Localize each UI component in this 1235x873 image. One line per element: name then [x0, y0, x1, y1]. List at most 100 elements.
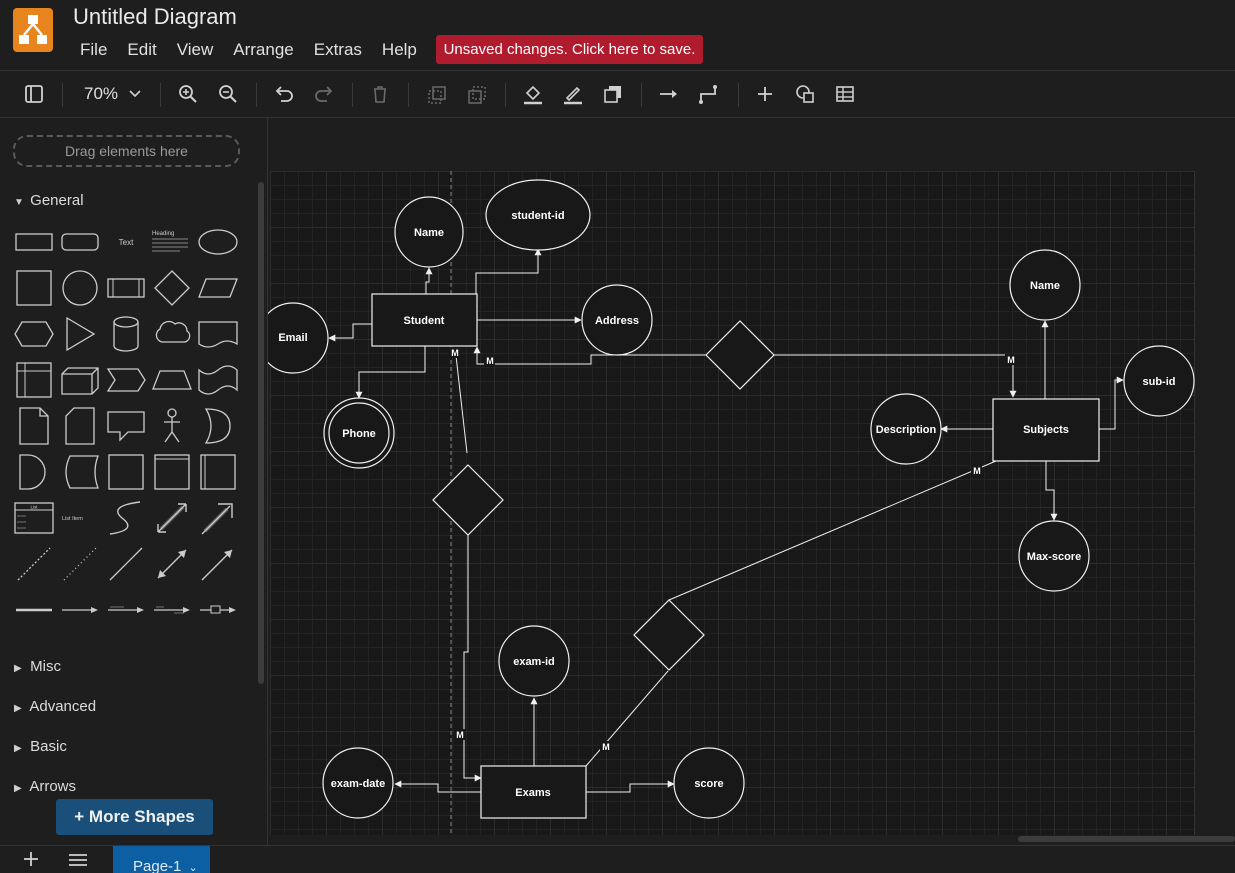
menu-extras[interactable]: Extras: [313, 40, 362, 59]
attribute-description[interactable]: [870, 393, 942, 465]
to-back-icon[interactable]: [466, 83, 488, 105]
sidebar-toggle-icon[interactable]: [23, 83, 45, 105]
shape-line[interactable]: [104, 542, 148, 586]
relationship-diamond-student-subjects[interactable]: [705, 320, 775, 390]
shape-swimlane[interactable]: [196, 450, 240, 494]
shape-step[interactable]: [104, 358, 148, 402]
section-misc[interactable]: ▶ Misc: [14, 658, 61, 675]
menu-help[interactable]: Help: [381, 40, 417, 59]
waypoints-icon[interactable]: [698, 83, 720, 105]
shape-document[interactable]: [196, 312, 240, 356]
shape-double-arrow-line[interactable]: [150, 542, 194, 586]
shape-data-storage[interactable]: [58, 450, 102, 494]
edge-subjects-subid[interactable]: [1099, 376, 1124, 430]
zoom-in-icon[interactable]: [177, 83, 199, 105]
attribute-sub-id[interactable]: [1123, 345, 1195, 417]
shape-curve[interactable]: [104, 496, 148, 540]
shape-list[interactable]: List: [12, 496, 56, 540]
shape-cylinder[interactable]: [104, 312, 148, 356]
insert-icon[interactable]: [754, 83, 776, 105]
zoom-out-icon[interactable]: [217, 83, 239, 105]
hamburger-menu-icon[interactable]: [68, 852, 88, 868]
shape-trapezoid[interactable]: [150, 358, 194, 402]
shape-circle[interactable]: [58, 266, 102, 310]
shape-labeled-connector[interactable]: [104, 588, 148, 632]
document-title[interactable]: Untitled Diagram: [73, 4, 237, 29]
fill-color-icon[interactable]: [522, 83, 544, 105]
shape-card[interactable]: [58, 404, 102, 448]
shape-diamond[interactable]: [150, 266, 194, 310]
drawio-logo-icon[interactable]: [13, 8, 53, 52]
connection-icon[interactable]: [658, 83, 680, 105]
entity-subjects[interactable]: [992, 398, 1100, 462]
tab-page-1[interactable]: Page-1 ⌄: [113, 846, 210, 873]
shape-labeled-connector-2[interactable]: [150, 588, 194, 632]
drop-zone[interactable]: Drag elements here: [13, 135, 240, 167]
shape-dotted-line[interactable]: [58, 542, 102, 586]
horizontal-scrollbar[interactable]: [1018, 836, 1235, 842]
shape-dashed-line[interactable]: [12, 542, 56, 586]
edge-relation1-student[interactable]: [473, 346, 706, 365]
shape-process[interactable]: [104, 266, 148, 310]
chevron-down-icon[interactable]: [128, 87, 142, 101]
undo-icon[interactable]: [273, 83, 295, 105]
attribute-score[interactable]: [673, 747, 745, 819]
attribute-exam-date[interactable]: [322, 747, 394, 819]
shape-square-alt[interactable]: [104, 450, 148, 494]
relationship-diamond-student-exams[interactable]: [432, 464, 504, 536]
attribute-address[interactable]: [581, 284, 653, 356]
sidebar-scrollbar[interactable]: [258, 182, 264, 684]
section-arrows[interactable]: ▶ Arrows: [14, 778, 77, 795]
menu-edit[interactable]: Edit: [127, 40, 157, 59]
shape-triangle[interactable]: [58, 312, 102, 356]
menu-view[interactable]: View: [176, 40, 214, 59]
shape-cloud[interactable]: [150, 312, 194, 356]
shape-cube[interactable]: [58, 358, 102, 402]
shape-bidirectional-arrow[interactable]: [150, 496, 194, 540]
shape-delay[interactable]: [12, 450, 56, 494]
shape-internal-storage[interactable]: [12, 358, 56, 402]
shape-square[interactable]: [12, 266, 56, 310]
zoom-level[interactable]: 70%: [84, 84, 119, 103]
shape-tape[interactable]: [196, 358, 240, 402]
edge-student-phone[interactable]: [355, 346, 426, 399]
shape-container[interactable]: [150, 450, 194, 494]
relationship-diamond-subjects-exams[interactable]: [633, 599, 705, 671]
shape-arrow[interactable]: [196, 496, 240, 540]
edge-student-email[interactable]: [328, 323, 372, 342]
table-icon[interactable]: [834, 83, 856, 105]
edge-relation2-exams[interactable]: [463, 535, 482, 782]
delete-icon[interactable]: [369, 83, 391, 105]
shape-icon[interactable]: [794, 83, 816, 105]
attribute-student-id[interactable]: [485, 179, 591, 251]
diagram-page[interactable]: [270, 171, 1195, 835]
shape-hexagon[interactable]: [12, 312, 56, 356]
shape-message-connector[interactable]: [196, 588, 240, 632]
edge-student-relation2[interactable]: [454, 346, 468, 454]
shape-actor[interactable]: [150, 404, 194, 448]
redo-icon[interactable]: [313, 83, 335, 105]
menu-arrange[interactable]: Arrange: [233, 40, 294, 59]
edge-subjects-maxscore[interactable]: [1045, 461, 1058, 521]
more-shapes-button[interactable]: + More Shapes: [56, 799, 213, 835]
edge-relation1-subjects[interactable]: [774, 354, 1017, 398]
shape-heading[interactable]: Heading: [150, 220, 194, 264]
attribute-exam-id[interactable]: [498, 625, 570, 697]
shape-rounded-rectangle[interactable]: [58, 220, 102, 264]
section-advanced[interactable]: ▶ Advanced: [14, 698, 97, 715]
line-color-icon[interactable]: [562, 83, 584, 105]
shape-rectangle[interactable]: [12, 220, 56, 264]
to-front-icon[interactable]: [426, 83, 448, 105]
add-page-icon[interactable]: [22, 850, 40, 868]
attribute-max-score[interactable]: [1018, 520, 1090, 592]
menu-file[interactable]: File: [80, 40, 108, 59]
shape-thick-line[interactable]: [12, 588, 56, 632]
attribute-subject-name[interactable]: [1009, 249, 1081, 321]
shape-note[interactable]: [12, 404, 56, 448]
shape-ellipse[interactable]: [196, 220, 240, 264]
edge-exams-score[interactable]: [586, 780, 675, 793]
section-basic[interactable]: ▶ Basic: [14, 738, 67, 755]
diagram-canvas[interactable]: Student Subjects Exams Name student-id E…: [268, 118, 1235, 845]
shape-arrow-line[interactable]: [196, 542, 240, 586]
shape-or[interactable]: [196, 404, 240, 448]
